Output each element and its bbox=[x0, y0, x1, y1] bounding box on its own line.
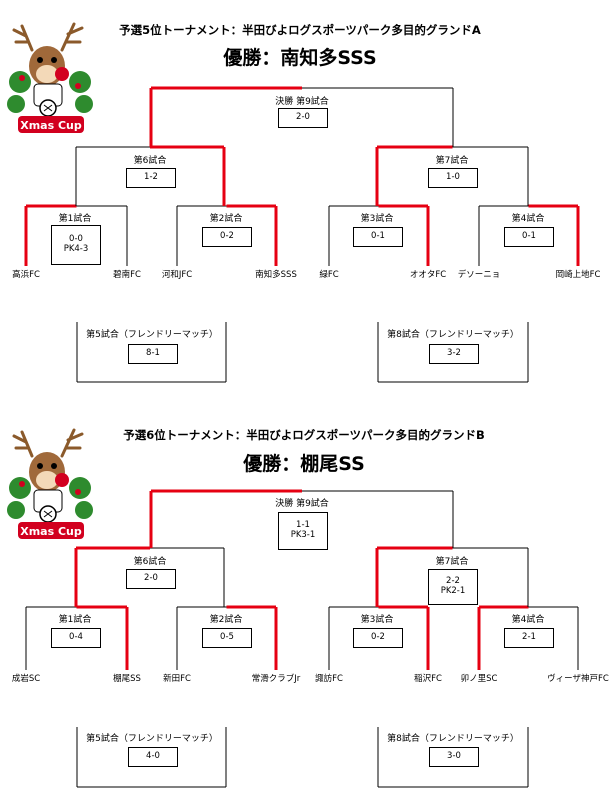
match3-score: 0-1 bbox=[371, 231, 385, 242]
friendly8-label: 第8試合（フレンドリーマッチ） bbox=[387, 330, 519, 340]
friendly5-score: 8-1 bbox=[146, 348, 160, 359]
match7-score: 1-0 bbox=[446, 172, 460, 183]
team-label: 河和JFC bbox=[161, 270, 193, 280]
match3-label: 第3試合 bbox=[360, 615, 394, 625]
match1-label: 第1試合 bbox=[58, 214, 92, 224]
logo-text: Xmas Cup bbox=[20, 525, 82, 538]
match2-label: 第2試合 bbox=[209, 615, 243, 625]
match4-score: 0-1 bbox=[522, 231, 536, 242]
match6-score: 2-0 bbox=[144, 573, 158, 584]
match1-score-box: 0-4 bbox=[51, 628, 101, 648]
match3-score-box: 0-2 bbox=[353, 628, 403, 648]
match4-score-box: 2-1 bbox=[504, 628, 554, 648]
match4-label: 第4試合 bbox=[511, 615, 545, 625]
match2-score-box: 0-2 bbox=[202, 227, 252, 247]
friendly8-score: 3-0 bbox=[447, 751, 461, 762]
friendly5-label: 第5試合（フレンドリーマッチ） bbox=[86, 330, 218, 340]
team-label: 新田FC bbox=[163, 674, 191, 684]
logo-text: Xmas Cup bbox=[20, 119, 82, 132]
final-score-box: 1-1 PK3-1 bbox=[278, 512, 328, 550]
match3-score: 0-2 bbox=[371, 632, 385, 643]
match7-score-box: 2-2 PK2-1 bbox=[428, 569, 478, 605]
team-label: 常滑クラブJr bbox=[251, 674, 301, 684]
match6-label: 第6試合 bbox=[133, 557, 167, 567]
final-score-box: 2-0 bbox=[278, 108, 328, 128]
match3-score-box: 0-1 bbox=[353, 227, 403, 247]
match6-score-box: 1-2 bbox=[126, 168, 176, 188]
reindeer-antler-icon bbox=[12, 428, 84, 458]
match2-label: 第2試合 bbox=[209, 214, 243, 224]
friendly8-score-box: 3-2 bbox=[429, 344, 479, 364]
final-label: 決勝 第9試合 bbox=[275, 499, 329, 509]
match2-score-box: 0-5 bbox=[202, 628, 252, 648]
winner-title: 優勝：棚尾SS bbox=[243, 453, 365, 475]
tournament-heading: 予選5位トーナメント：半田びよログスポーツパーク多目的グランドA bbox=[119, 23, 481, 37]
match1-score: 0-4 bbox=[69, 632, 83, 643]
winner-title: 優勝：南知多SSS bbox=[223, 47, 377, 69]
match4-score: 2-1 bbox=[522, 632, 536, 643]
friendly8-score-box: 3-0 bbox=[429, 747, 479, 767]
team-label: 卯ノ里SC bbox=[460, 674, 498, 684]
match4-label: 第4試合 bbox=[511, 214, 545, 224]
team-label: 緑FC bbox=[319, 270, 339, 280]
final-label: 決勝 第9試合 bbox=[275, 97, 329, 107]
match2-score: 0-5 bbox=[220, 632, 234, 643]
xmas-cup-logo: Xmas Cup bbox=[4, 418, 96, 546]
team-label: ヴィーザ神戸FC bbox=[547, 674, 609, 684]
match1-label: 第1試合 bbox=[58, 615, 92, 625]
match6-score: 1-2 bbox=[144, 172, 158, 183]
match1-score-box: 0-0 PK4-3 bbox=[51, 225, 101, 265]
final-score: 2-0 bbox=[296, 112, 310, 123]
friendly5-label: 第5試合（フレンドリーマッチ） bbox=[86, 734, 218, 744]
team-label: 岡崎上地FC bbox=[555, 270, 601, 280]
match2-score: 0-2 bbox=[220, 231, 234, 242]
friendly8-label: 第8試合（フレンドリーマッチ） bbox=[387, 734, 519, 744]
team-label: 稲沢FC bbox=[414, 674, 442, 684]
final-pk: PK3-1 bbox=[290, 530, 316, 540]
team-label: オオタFC bbox=[409, 270, 447, 280]
match7-label: 第7試合 bbox=[435, 156, 469, 166]
match7-label: 第7試合 bbox=[435, 557, 469, 567]
match1-pk: PK4-3 bbox=[63, 244, 89, 254]
reindeer-antler-icon bbox=[12, 22, 84, 52]
tournament-heading: 予選6位トーナメント：半田びよログスポーツパーク多目的グランドB bbox=[123, 428, 485, 442]
team-label: 高浜FC bbox=[12, 270, 40, 280]
xmas-cup-logo: Xmas Cup bbox=[4, 12, 96, 140]
friendly5-score-box: 8-1 bbox=[128, 344, 178, 364]
match7-score: 2-2 bbox=[446, 576, 460, 587]
match1-score: 0-0 bbox=[69, 234, 83, 245]
final-score: 1-1 bbox=[296, 520, 310, 531]
match4-score-box: 0-1 bbox=[504, 227, 554, 247]
friendly5-score-box: 4-0 bbox=[128, 747, 178, 767]
team-label: 南知多SSS bbox=[255, 270, 297, 280]
team-label: デソーニョ bbox=[457, 270, 501, 280]
match7-pk: PK2-1 bbox=[440, 586, 466, 596]
team-label: 碧南FC bbox=[113, 270, 141, 280]
match6-label: 第6試合 bbox=[133, 156, 167, 166]
match6-score-box: 2-0 bbox=[126, 569, 176, 589]
team-label: 棚尾SS bbox=[113, 674, 141, 684]
team-label: 諏訪FC bbox=[315, 674, 343, 684]
match3-label: 第3試合 bbox=[360, 214, 394, 224]
team-label: 成岩SC bbox=[11, 674, 41, 684]
match7-score-box: 1-0 bbox=[428, 168, 478, 188]
friendly8-score: 3-2 bbox=[447, 348, 461, 359]
friendly5-score: 4-0 bbox=[146, 751, 160, 762]
